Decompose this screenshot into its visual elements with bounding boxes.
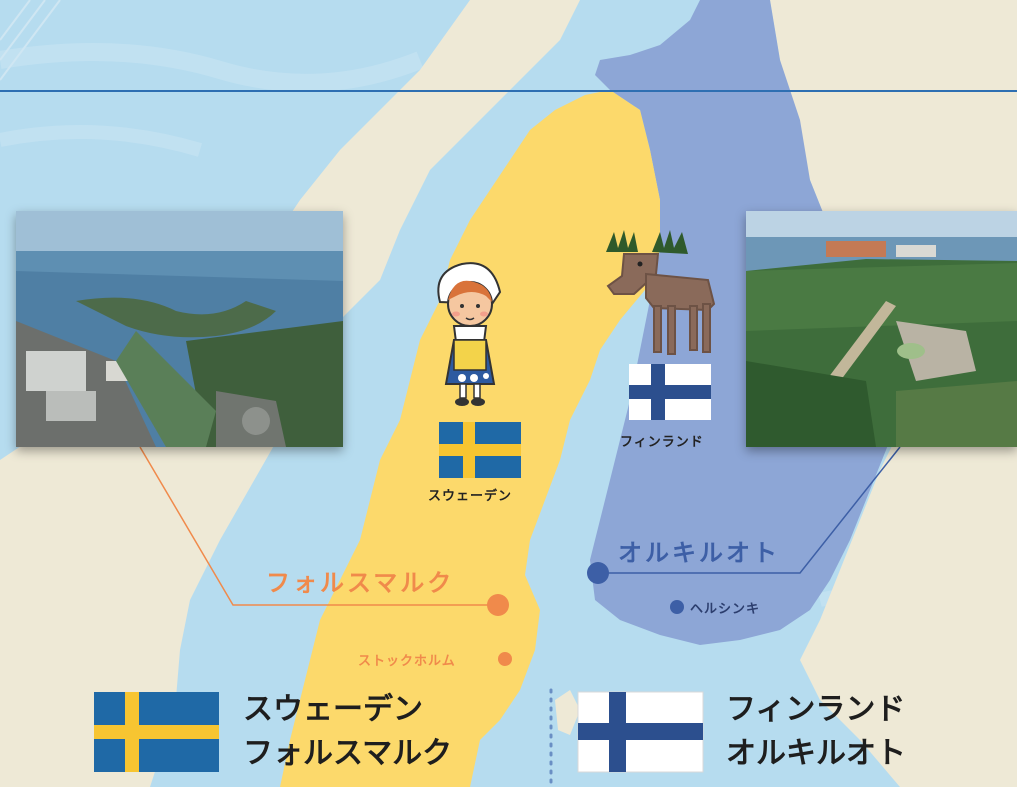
legend-finland-flag-icon bbox=[577, 691, 704, 773]
finland-label: フィンランド bbox=[620, 435, 704, 450]
olkiluoto-marker[interactable] bbox=[587, 562, 609, 584]
legend-sweden-site: フォルスマルク bbox=[243, 736, 453, 771]
moose-icon bbox=[606, 230, 716, 355]
olkiluoto-leader-line bbox=[598, 446, 901, 574]
forsmark-marker[interactable] bbox=[487, 594, 509, 616]
gotland-island bbox=[555, 690, 580, 735]
olkiluoto-label[interactable]: オルキルオト bbox=[618, 539, 780, 567]
helsinki-label[interactable]: ヘルシンキ bbox=[690, 602, 761, 617]
finland-land bbox=[590, 0, 890, 645]
helsinki-marker[interactable] bbox=[670, 600, 684, 614]
stockholm-label[interactable]: ストックホルム bbox=[358, 654, 456, 669]
legend-finland-country: フィンランド bbox=[726, 692, 906, 727]
forsmark-aerial-photo bbox=[16, 211, 343, 447]
legend-sweden-country: スウェーデン bbox=[243, 692, 423, 727]
swedish-girl-icon bbox=[437, 262, 502, 406]
sweden-label: スウェーデン bbox=[428, 489, 513, 504]
forsmark-leader-line bbox=[139, 446, 498, 606]
stockholm-marker[interactable] bbox=[498, 652, 512, 666]
corner-hatch bbox=[0, 0, 61, 81]
finland-flag-icon bbox=[629, 364, 711, 420]
legend-sweden-flag-icon bbox=[94, 692, 219, 772]
sweden-flag-icon bbox=[439, 422, 521, 478]
forsmark-label[interactable]: フォルスマルク bbox=[266, 569, 455, 597]
olkiluoto-aerial-photo bbox=[746, 211, 1017, 447]
legend-finland-site: オルキルオト bbox=[726, 736, 906, 771]
